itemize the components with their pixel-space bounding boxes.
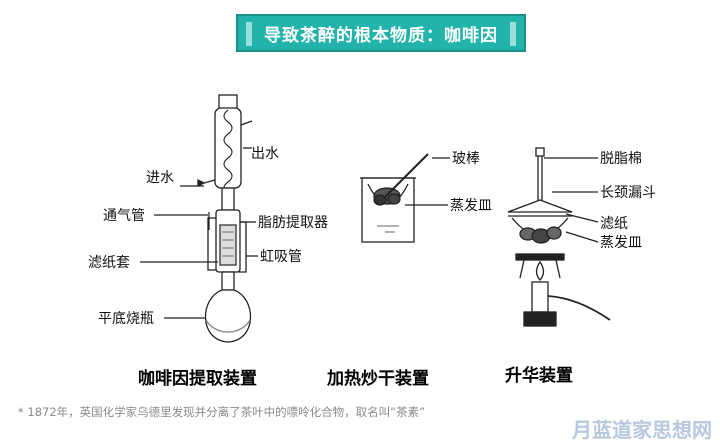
label-evaporating-dish-2: 蒸发皿 [600,235,642,251]
title-banner: 导致茶醉的根本物质：咖啡因 [236,14,526,52]
label-soxhlet-extractor: 脂肪提取器 [258,215,328,231]
caption-drying: 加热炒干装置 [326,368,429,389]
label-long-neck-funnel: 长颈漏斗 [600,185,656,201]
label-siphon-tube: 虹吸管 [260,249,302,265]
label-water-in: 进水 [146,170,174,186]
page-title: 导致茶醉的根本物质：咖啡因 [264,25,498,46]
footnote: * 1872年，英国化学家乌德里发现并分离了茶叶中的嘌呤化合物，取名叫“茶素” [18,405,426,419]
banner-decoration-left [246,22,252,46]
watermark: 月蓝道家思想网 [572,418,712,442]
label-vent-tube: 通气管 [103,208,145,224]
label-water-out: 出水 [251,146,279,162]
label-evaporating-dish: 蒸发皿 [450,198,492,214]
caption-sublimation: 升华装置 [505,365,573,386]
label-filter-paper: 滤纸 [600,216,628,232]
sublimation-apparatus [507,147,611,327]
extraction-apparatus [197,94,253,343]
label-cotton: 脱脂棉 [600,150,642,167]
banner-decoration-right [510,22,516,46]
caption-extraction: 咖啡因提取装置 [138,368,257,389]
label-glass-rod: 玻棒 [452,151,480,167]
label-flat-bottom-flask: 平底烧瓶 [98,311,154,327]
drying-apparatus [360,153,429,243]
label-filter-thimble: 滤纸套 [88,255,130,271]
